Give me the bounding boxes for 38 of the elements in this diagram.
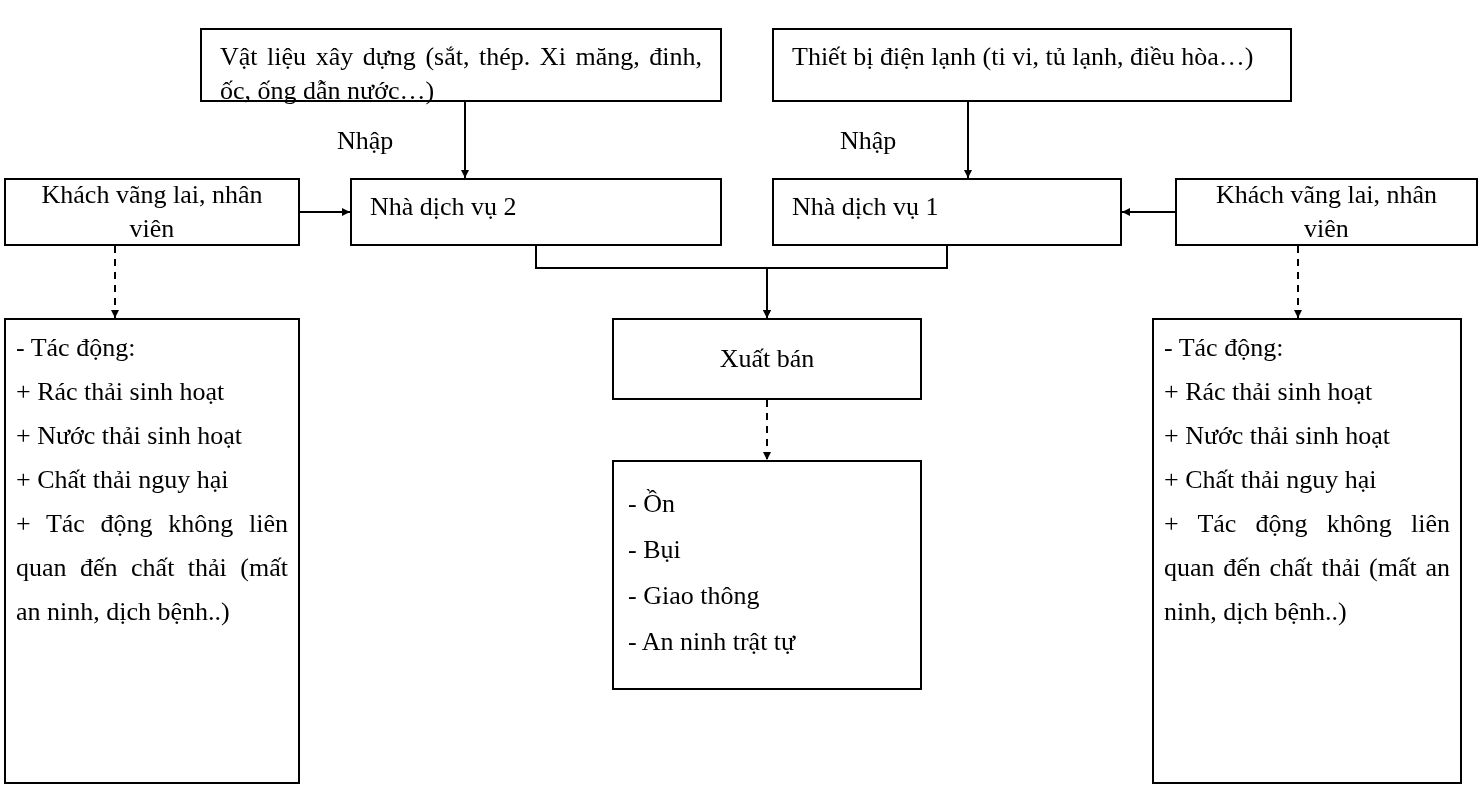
arrow bbox=[763, 245, 948, 319]
process-box bbox=[4, 318, 300, 784]
box-text: - An ninh trật tự bbox=[628, 626, 797, 658]
box-text: + Rác thải sinh hoạt bbox=[1164, 376, 1374, 408]
process-box bbox=[772, 178, 1122, 246]
arrow bbox=[299, 208, 351, 216]
arrow bbox=[111, 245, 119, 319]
box-text: Khách vãng lai, nhân viên bbox=[1215, 179, 1438, 245]
process-box bbox=[4, 178, 300, 246]
box-text: + Tác động không liên quan đến chất thải (mất an ninh, dịch bệnh..) bbox=[16, 508, 288, 628]
arrow bbox=[1121, 208, 1176, 216]
box-text: - Bụi bbox=[628, 534, 682, 566]
box-text: Nhà dịch vụ 1 bbox=[792, 191, 940, 223]
process-box bbox=[1152, 318, 1462, 784]
box-text: + Chất thải nguy hại bbox=[16, 464, 230, 496]
box-text: Khách vãng lai, nhân viên bbox=[40, 179, 264, 245]
arrow bbox=[964, 101, 972, 179]
box-text: - Ồn bbox=[628, 488, 676, 520]
arrow bbox=[461, 101, 469, 179]
box-text: - Tác động: bbox=[16, 332, 137, 364]
box-text: Xuất bán bbox=[718, 343, 816, 375]
box-text: Nhà dịch vụ 2 bbox=[370, 191, 518, 223]
box-text: - Tác động: bbox=[1164, 332, 1285, 364]
box-text: + Chất thải nguy hại bbox=[1164, 464, 1378, 496]
process-box bbox=[772, 28, 1292, 102]
process-box bbox=[350, 178, 722, 246]
process-box bbox=[612, 318, 922, 400]
box-text: + Rác thải sinh hoạt bbox=[16, 376, 226, 408]
process-box bbox=[612, 460, 922, 690]
box-text: Vật liệu xây dựng (sắt, thép. Xi măng, đinh, ốc, ống dẫn nước…) bbox=[220, 41, 702, 107]
box-text: - Giao thông bbox=[628, 580, 761, 612]
box-text: + Tác động không liên quan đến chất thải (mất an ninh, dịch bệnh..) bbox=[1164, 508, 1450, 628]
box-text: + Nước thải sinh hoạt bbox=[1164, 420, 1391, 452]
box-text: Thiết bị điện lạnh (ti vi, tủ lạnh, điều hòa…) bbox=[792, 41, 1255, 73]
box-text: + Nước thải sinh hoạt bbox=[16, 420, 243, 452]
process-box bbox=[1175, 178, 1478, 246]
arrow bbox=[763, 399, 771, 461]
arrow bbox=[1294, 245, 1302, 319]
